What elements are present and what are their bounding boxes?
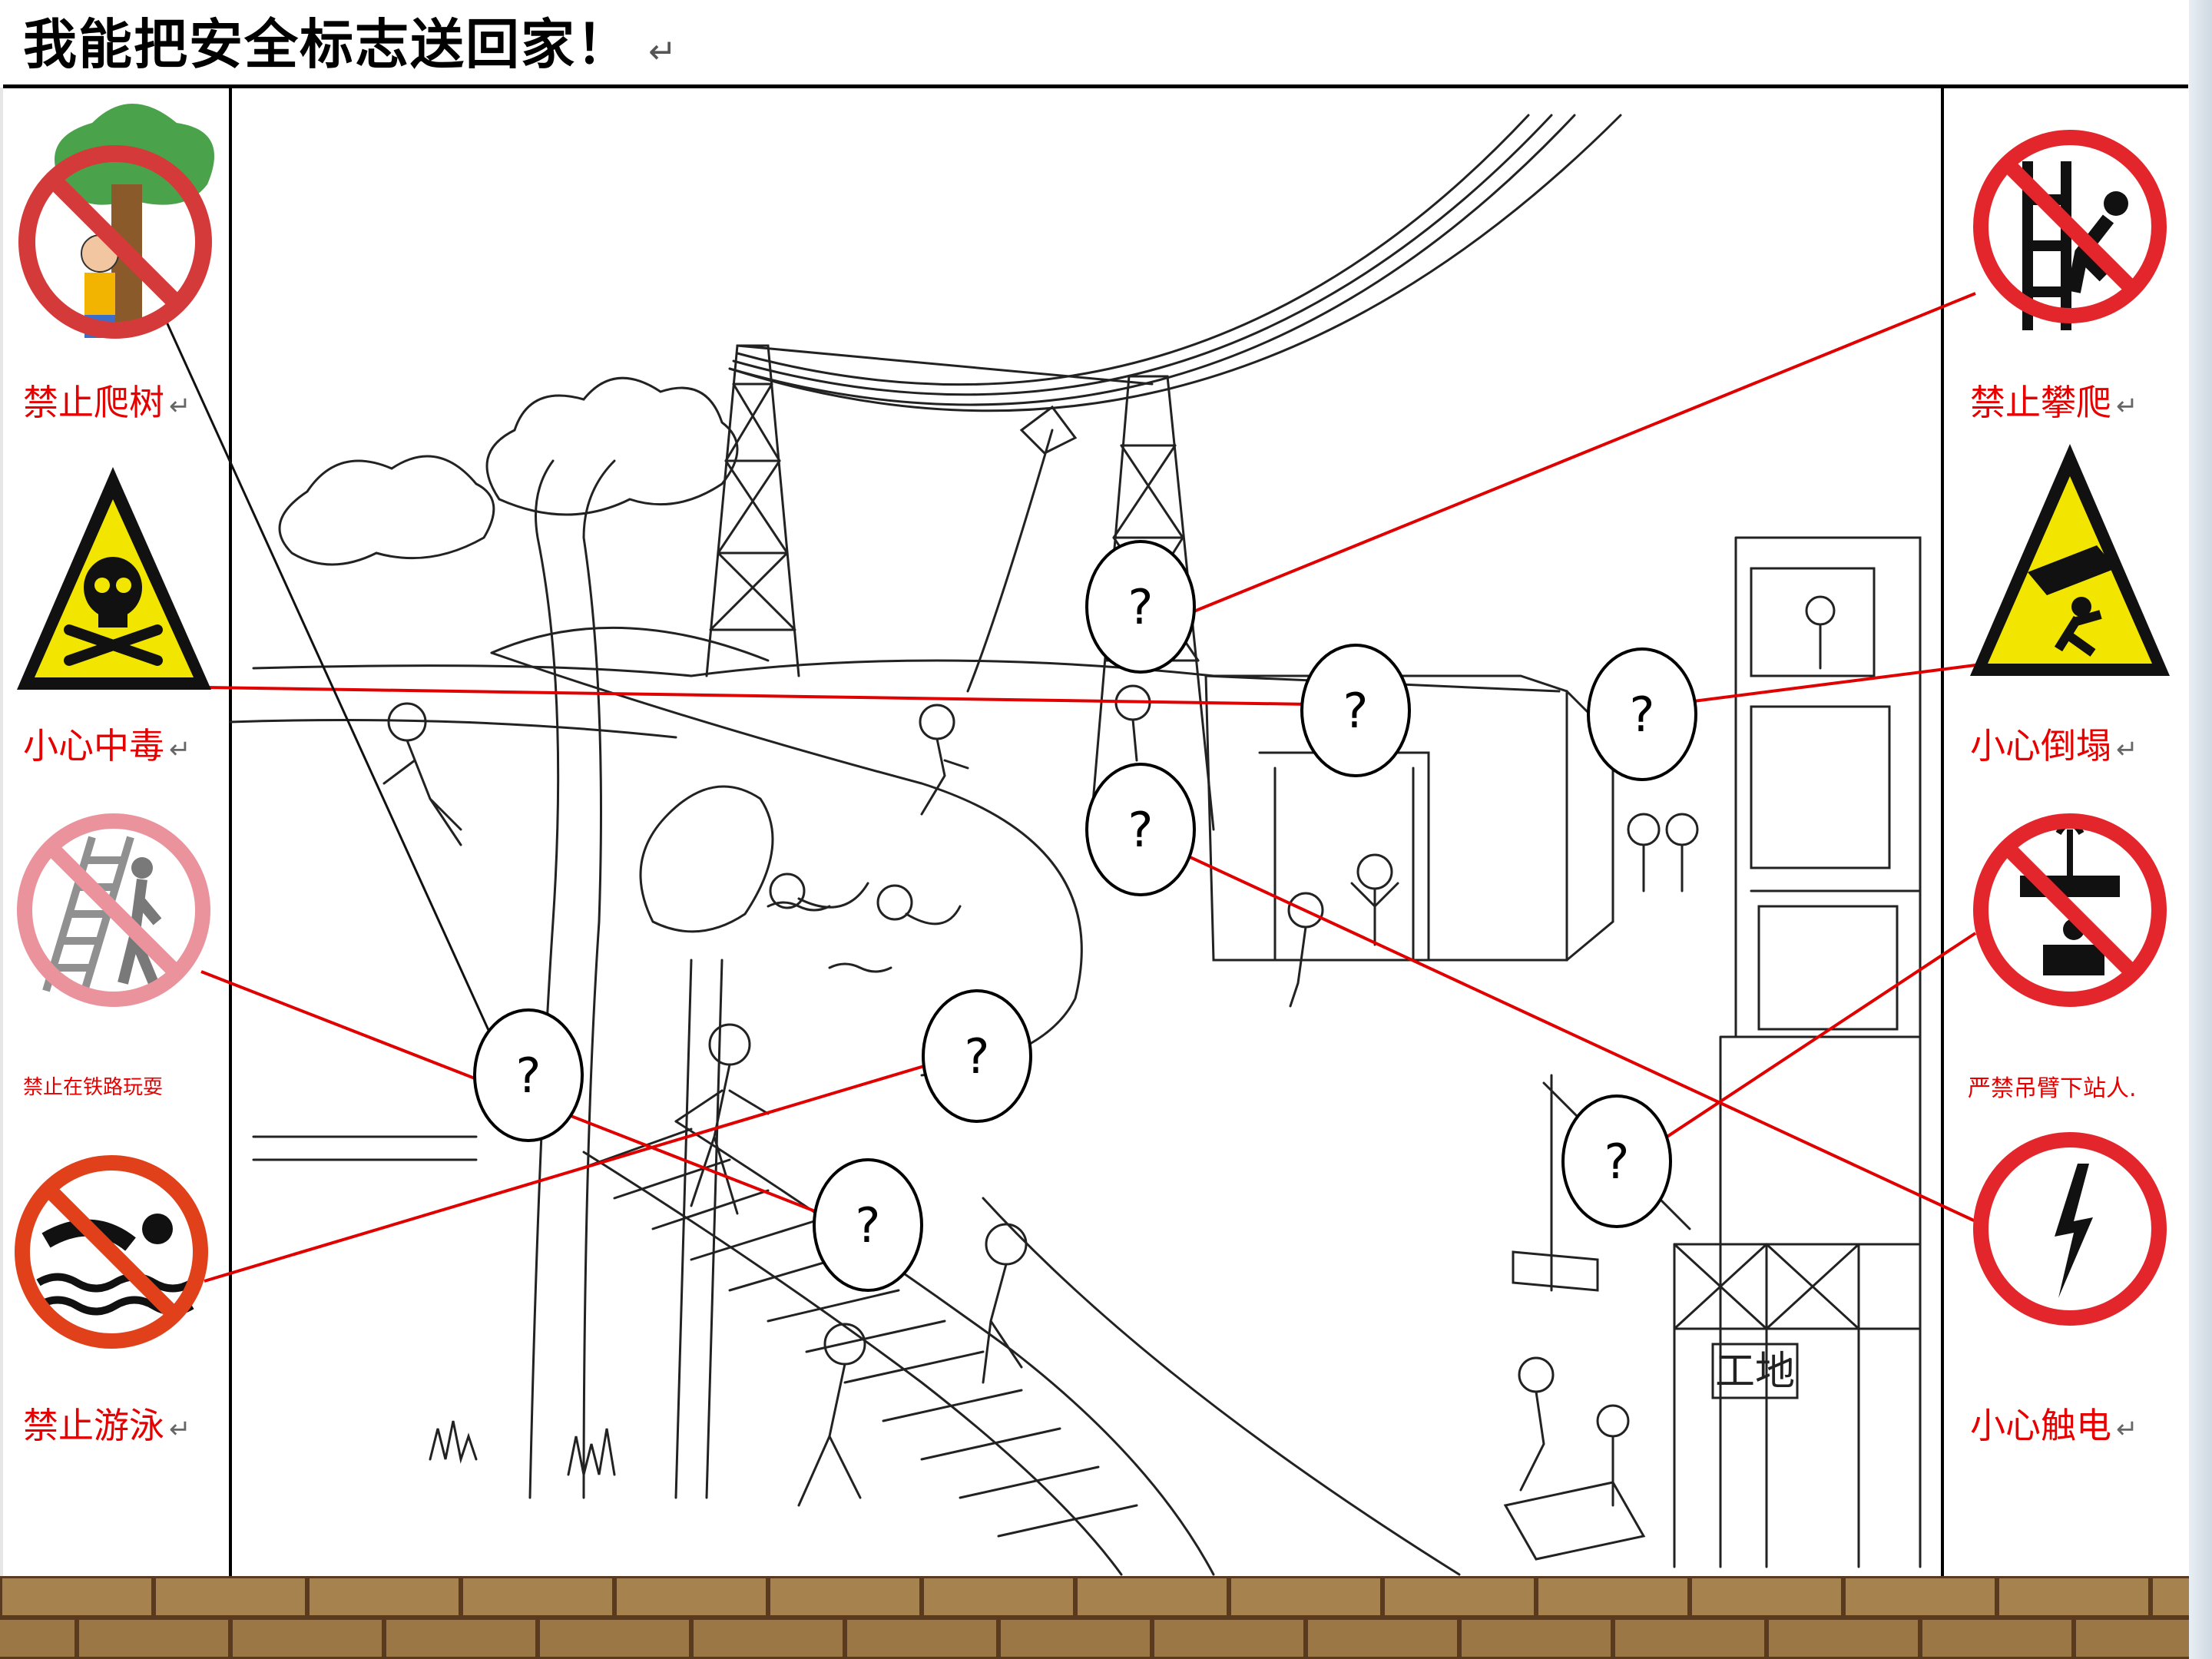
no-standing-under-crane-icon — [1973, 813, 2167, 1007]
poison-warning-icon — [17, 467, 211, 690]
brick-wall — [0, 1576, 2189, 1659]
question-mark-text: ? — [1630, 687, 1655, 743]
power-line — [728, 114, 1576, 406]
connector-tree — [164, 318, 493, 1038]
question-circle-2: ? — [1300, 644, 1411, 777]
return-mark-icon: ↵ — [648, 32, 678, 71]
question-mark-text: ? — [1343, 683, 1369, 739]
power-line — [732, 114, 1553, 396]
question-mark-text: ? — [1128, 802, 1154, 858]
connector-crane — [1631, 932, 1977, 1161]
power-line — [736, 114, 1530, 386]
power-line — [728, 114, 1622, 412]
collapse-warning-icon — [1970, 444, 2170, 676]
question-circle-4: ? — [1085, 763, 1196, 896]
window-edge — [2189, 0, 2212, 1659]
connector-swimming — [204, 1058, 945, 1283]
question-circles: ? ? ? ? ? ? ? ? — [473, 540, 1697, 1292]
right-column-divider — [1941, 88, 1944, 1578]
connector-no-climbing — [1171, 292, 1976, 622]
sign-label-no-swimming: 禁止游泳↵ — [23, 1405, 191, 1446]
sign-label-no-railway: 禁止在铁路玩耍 — [23, 1076, 164, 1099]
no-railway-walking-icon — [17, 813, 210, 1007]
question-mark-text: ? — [516, 1048, 541, 1104]
left-border — [0, 88, 3, 1578]
question-mark-text: ? — [856, 1197, 881, 1253]
question-circle-7: ? — [813, 1158, 923, 1292]
question-mark-text: ? — [1128, 579, 1154, 635]
question-circle-1: ? — [1085, 540, 1196, 674]
question-circle-5: ? — [473, 1008, 584, 1142]
question-mark-text: ? — [1604, 1134, 1630, 1190]
left-column-divider — [229, 88, 232, 1578]
construction-site-board — [1711, 1343, 1799, 1399]
no-tree-climbing-icon — [18, 104, 214, 339]
question-circle-6: ? — [922, 989, 1032, 1123]
connector-lines — [200, 292, 1977, 1283]
question-mark-text: ? — [965, 1028, 990, 1084]
question-circle-3: ? — [1587, 647, 1697, 781]
connector-poison — [205, 686, 1310, 706]
railway-track — [252, 1120, 1215, 1576]
pylon-left — [705, 344, 800, 677]
no-climbing-icon — [1973, 130, 2167, 330]
sign-label-no-tree-climbing: 禁止爬树↵ — [23, 382, 191, 423]
construction-site-text: 工地 — [1715, 1349, 1795, 1395]
question-circle-8: ? — [1561, 1094, 1672, 1228]
page-title: 我能把安全标志送回家！↵ — [23, 13, 678, 76]
sign-label-collapse: 小心倒塌↵ — [1970, 725, 2138, 767]
sign-label-no-standing-under-crane: 严禁吊臂下站人. — [1968, 1075, 2137, 1102]
figures — [382, 595, 1836, 1507]
sign-label-electric-shock: 小心触电↵ — [1970, 1405, 2138, 1446]
sign-label-no-climbing: 禁止攀爬↵ — [1970, 382, 2138, 423]
no-swimming-icon — [15, 1155, 208, 1349]
electric-shock-warning-icon — [1973, 1132, 2167, 1326]
power-line — [736, 344, 1154, 386]
sign-label-poison: 小心中毒↵ — [23, 725, 191, 767]
scene-illustration — [229, 114, 1922, 1576]
title-divider — [3, 84, 2188, 88]
connector-collapse — [1651, 664, 1976, 708]
connector-electric — [1163, 843, 1976, 1223]
